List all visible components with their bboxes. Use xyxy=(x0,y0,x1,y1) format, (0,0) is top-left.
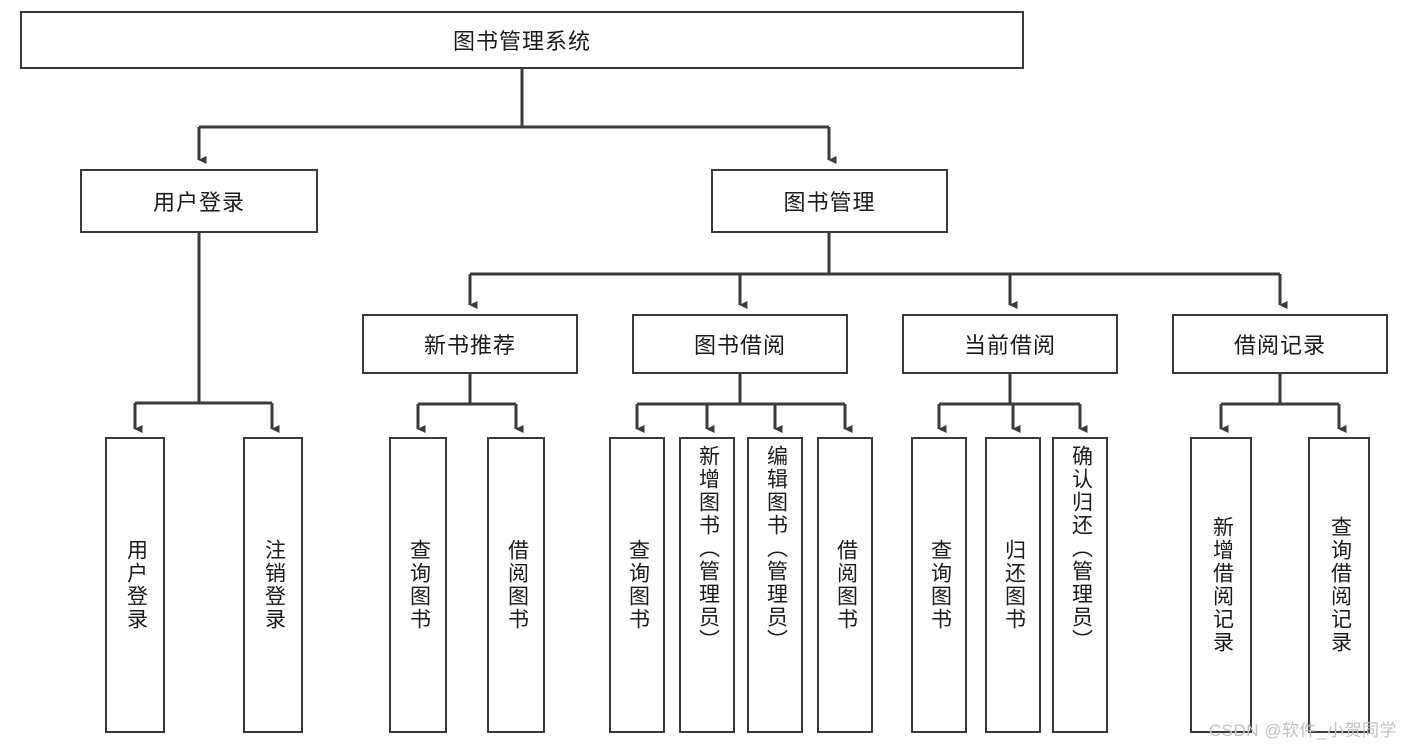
node-label: 借阅记录 xyxy=(1233,333,1326,358)
node-label: 注销登录 xyxy=(262,539,286,631)
leaf-return-book[interactable]: 归还图书 xyxy=(985,437,1041,733)
leaf-borrow-book[interactable]: 借阅图书 xyxy=(817,437,873,733)
node-book-borrow[interactable]: 图书借阅 xyxy=(632,314,848,374)
node-label: 查询图书 xyxy=(407,539,431,631)
node-label: 图书管理 xyxy=(783,190,876,215)
leaf-user-login[interactable]: 用户登录 xyxy=(105,437,165,733)
node-current-borrow[interactable]: 当前借阅 xyxy=(902,314,1118,374)
leaf-query-book-recommend[interactable]: 查询图书 xyxy=(389,437,447,733)
node-book-management[interactable]: 图书管理 xyxy=(711,169,948,233)
node-user-login[interactable]: 用户登录 xyxy=(80,169,318,233)
node-label: 借阅图书 xyxy=(505,539,529,631)
node-label: 借阅图书 xyxy=(834,539,858,631)
node-new-book-recommend[interactable]: 新书推荐 xyxy=(362,314,578,374)
leaf-query-borrow-record[interactable]: 查询借阅记录 xyxy=(1308,437,1370,733)
node-root-system[interactable]: 图书管理系统 xyxy=(20,11,1024,69)
leaf-edit-book-admin[interactable]: 编辑图书（管理员） xyxy=(747,437,803,733)
node-label: 用户登录 xyxy=(124,539,148,631)
node-label: 归还图书 xyxy=(1002,539,1026,631)
leaf-query-book-borrow[interactable]: 查询图书 xyxy=(609,437,665,733)
node-borrow-record[interactable]: 借阅记录 xyxy=(1172,314,1388,374)
leaf-add-book-admin[interactable]: 新增图书（管理员） xyxy=(679,437,735,733)
node-label: 用户登录 xyxy=(152,190,245,215)
node-label: 新书推荐 xyxy=(423,333,516,358)
node-label: 查询图书 xyxy=(928,539,952,631)
node-label: 当前借阅 xyxy=(963,333,1056,358)
leaf-confirm-return-admin[interactable]: 确认归还（管理员） xyxy=(1052,437,1108,733)
watermark-credit: CSDN @软件_小贺同学 xyxy=(1208,721,1397,740)
leaf-logout-login[interactable]: 注销登录 xyxy=(243,437,303,733)
node-label: 图书管理系统 xyxy=(452,29,591,54)
leaf-query-book-current[interactable]: 查询图书 xyxy=(911,437,967,733)
node-label: 查询借阅记录 xyxy=(1328,516,1352,654)
node-label: 查询图书 xyxy=(626,539,650,631)
node-label: 编辑图书（管理员） xyxy=(764,445,788,652)
leaf-add-borrow-record[interactable]: 新增借阅记录 xyxy=(1190,437,1252,733)
node-label: 新增图书（管理员） xyxy=(696,445,720,652)
node-label: 图书借阅 xyxy=(693,333,786,358)
node-label: 新增借阅记录 xyxy=(1210,516,1234,654)
leaf-borrow-book-recommend[interactable]: 借阅图书 xyxy=(487,437,545,733)
node-label: 确认归还（管理员） xyxy=(1069,445,1093,652)
